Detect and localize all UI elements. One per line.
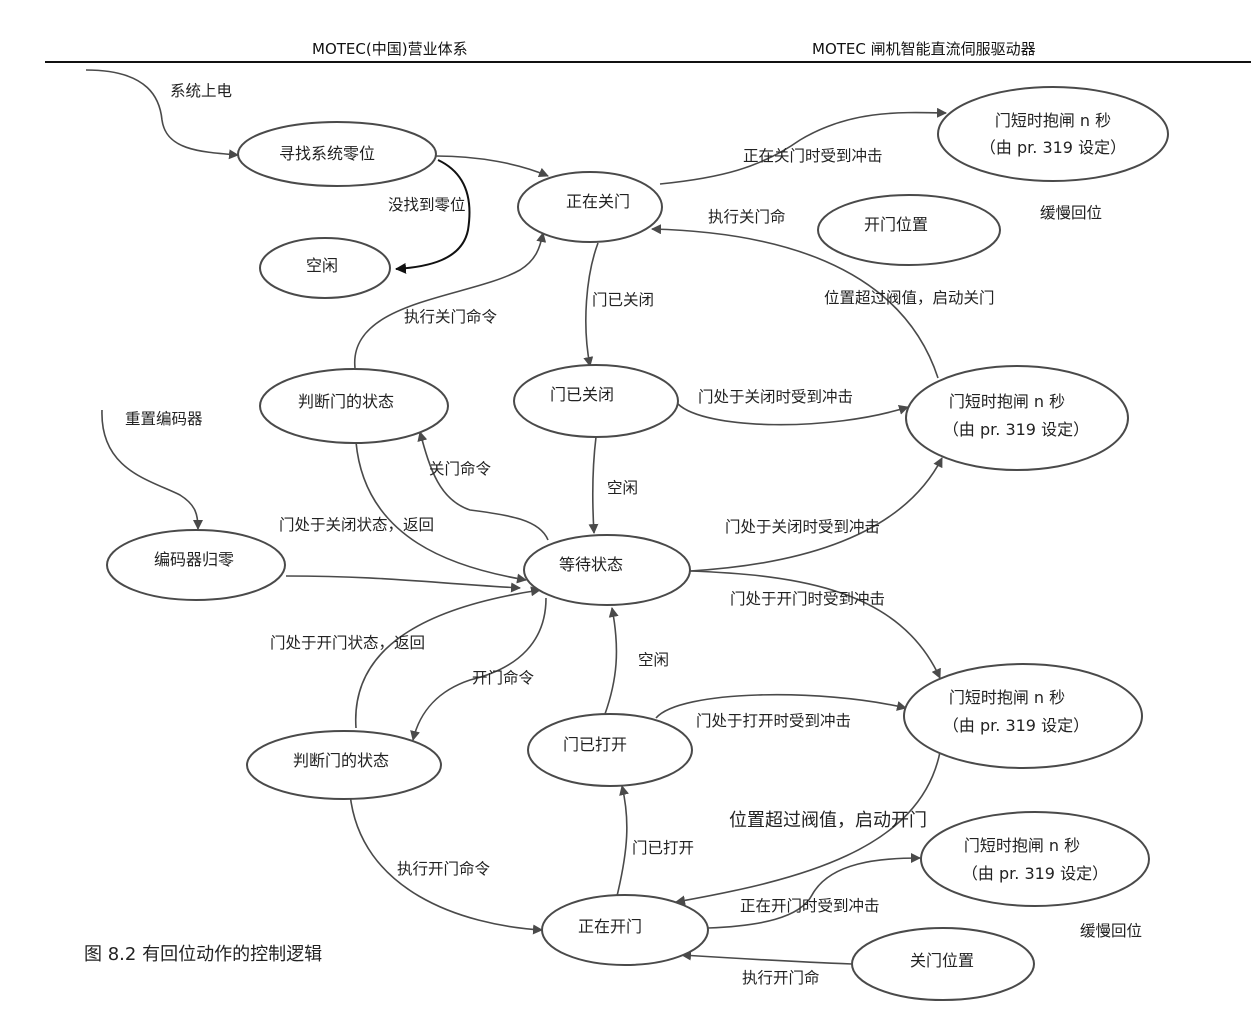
label-slow-return-bottom: 缓慢回位: [1080, 922, 1142, 940]
label-impact-opening: 正在开门时受到冲击: [740, 897, 880, 915]
figure-caption: 图 8.2 有回位动作的控制逻辑: [84, 944, 323, 965]
edge-closing-to-door-closed: [583, 242, 599, 367]
label-impact-closing: 正在关门时受到冲击: [743, 147, 883, 165]
edge-power-on: [85, 69, 239, 160]
node-label-line2: （由 pr. 319 设定）: [980, 138, 1126, 157]
label-closed-return: 门处于关闭状态，返回: [279, 516, 434, 534]
node-search-zero: 寻找系统零位: [237, 121, 437, 187]
label-door-closed-edge: 门已关闭: [592, 291, 654, 309]
edge-door-opened-impact-to-hold: [655, 693, 907, 719]
label-exec-open-cmd: 执行开门命令: [397, 860, 491, 878]
edge-hold-to-closing: [651, 224, 939, 379]
edge-judge-exec-open: [349, 793, 543, 935]
edge-door-opened-to-waiting: [604, 607, 619, 715]
node-label-line1: 门短时抱闸 n 秒: [949, 392, 1065, 411]
label-slow-return-top: 缓慢回位: [1040, 204, 1102, 222]
node-hold-bottom: 门短时抱闸 n 秒 （由 pr. 319 设定）: [920, 811, 1150, 907]
node-closing: 正在关门: [517, 171, 663, 243]
node-open-position: 开门位置: [817, 194, 1001, 266]
label-exec-open-cmd-bottom: 执行开门命: [742, 969, 820, 987]
edge-door-closed-impact-to-hold: [677, 403, 909, 426]
label-open-return: 门处于开门状态，返回: [270, 634, 425, 652]
node-label: 判断门的状态: [298, 392, 394, 411]
node-label: 正在开门: [578, 917, 642, 936]
node-label-line1: 门短时抱闸 n 秒: [964, 836, 1080, 855]
node-label: 判断门的状态: [293, 751, 389, 770]
node-label-line1: 门短时抱闸 n 秒: [949, 688, 1065, 707]
edge-judge-open-return: [355, 586, 541, 729]
header-left: MOTEC(中国)营业体系: [312, 40, 468, 58]
node-label: 编码器归零: [154, 550, 234, 569]
node-label: 等待状态: [559, 555, 623, 574]
edge-waiting-close-cmd-to-judge: [417, 431, 549, 541]
node-judge-top: 判断门的状态: [259, 368, 449, 444]
node-label-line2: （由 pr. 319 设定）: [943, 716, 1089, 735]
node-waiting: 等待状态: [523, 534, 691, 606]
node-label-line2: （由 pr. 319 设定）: [943, 420, 1089, 439]
label-power-on: 系统上电: [170, 82, 232, 100]
node-label: 开门位置: [864, 215, 928, 234]
node-judge-bottom: 判断门的状态: [246, 730, 442, 800]
edge-opening-impact-to-hold: [707, 853, 921, 929]
label-no-zero: 没找到零位: [388, 196, 466, 214]
node-idle: 空闲: [259, 237, 391, 299]
edge-search-to-closing: [435, 155, 549, 178]
label-impact-when-open: 门处于打开时受到冲击: [696, 712, 851, 730]
edge-waiting-open-cmd-to-judge: [410, 597, 547, 741]
node-hold-top: 门短时抱闸 n 秒 （由 pr. 319 设定）: [937, 86, 1169, 182]
node-opening: 正在开门: [541, 894, 709, 966]
edge-opening-to-door-opened: [616, 785, 629, 897]
edge-encoder-to-waiting: [285, 575, 521, 593]
label-impact-when-closed: 门处于关闭时受到冲击: [698, 388, 853, 406]
label-over-threshold-open: 位置超过阀值，启动开门: [729, 810, 927, 831]
edge-judge-to-closing: [354, 232, 547, 369]
node-label-line2: （由 pr. 319 设定）: [962, 864, 1108, 883]
edges: [85, 69, 947, 965]
node-hold-mid: 门短时抱闸 n 秒 （由 pr. 319 设定）: [905, 365, 1129, 471]
edge-hold-to-opening: [675, 751, 941, 906]
node-label-line1: 门短时抱闸 n 秒: [995, 111, 1111, 130]
label-exec-close-cmd-mid: 执行关门命: [708, 208, 786, 226]
node-label: 空闲: [306, 256, 338, 275]
node-label: 门已打开: [563, 735, 627, 754]
node-label: 寻找系统零位: [279, 144, 375, 163]
edge-closepos-to-opening: [681, 950, 853, 965]
node-hold-low: 门短时抱闸 n 秒 （由 pr. 319 设定）: [903, 663, 1143, 769]
node-door-opened: 门已打开: [527, 713, 693, 787]
edge-door-closed-to-waiting: [588, 436, 599, 534]
node-label: 关门位置: [910, 951, 974, 970]
edge-judge-closed-return: [355, 441, 527, 584]
label-impact-closed-wait: 门处于关闭时受到冲击: [725, 518, 880, 536]
edge-closing-impact-to-hold: [659, 107, 947, 185]
nodes: 寻找系统零位 空闲 正在关门 门短时抱闸 n 秒 （由 pr. 319 设定） …: [106, 86, 1169, 1001]
node-label: 正在关门: [566, 192, 630, 211]
edge-reset-encoder: [101, 409, 203, 530]
node-door-closed: 门已关闭: [513, 364, 679, 438]
edge-waiting-impact-closed: [689, 457, 943, 572]
edge-waiting-impact-open: [689, 570, 941, 679]
label-idle-mid: 空闲: [607, 479, 638, 497]
edge-no-zero-to-idle: [395, 159, 471, 274]
label-over-threshold-close: 位置超过阀值，启动关门: [824, 289, 995, 307]
label-door-opened-edge: 门已打开: [632, 839, 694, 857]
label-close-cmd: 关门命令: [429, 460, 492, 478]
edge-labels: 系统上电 没找到零位 正在关门时受到冲击 缓慢回位 执行关门命 门已关闭 位置超…: [125, 82, 1142, 987]
label-reset-encoder: 重置编码器: [125, 410, 203, 428]
node-close-position: 关门位置: [851, 927, 1035, 1001]
node-encoder-zero: 编码器归零: [106, 529, 286, 601]
header-right: MOTEC 闸机智能直流伺服驱动器: [812, 40, 1036, 58]
label-exec-close-cmd-top: 执行关门命令: [404, 308, 498, 326]
label-open-cmd: 开门命令: [472, 669, 535, 687]
node-label: 门已关闭: [550, 385, 614, 404]
label-impact-open-wait: 门处于开门时受到冲击: [730, 590, 885, 608]
label-idle-low: 空闲: [638, 651, 669, 669]
header-rule: [45, 61, 1251, 63]
